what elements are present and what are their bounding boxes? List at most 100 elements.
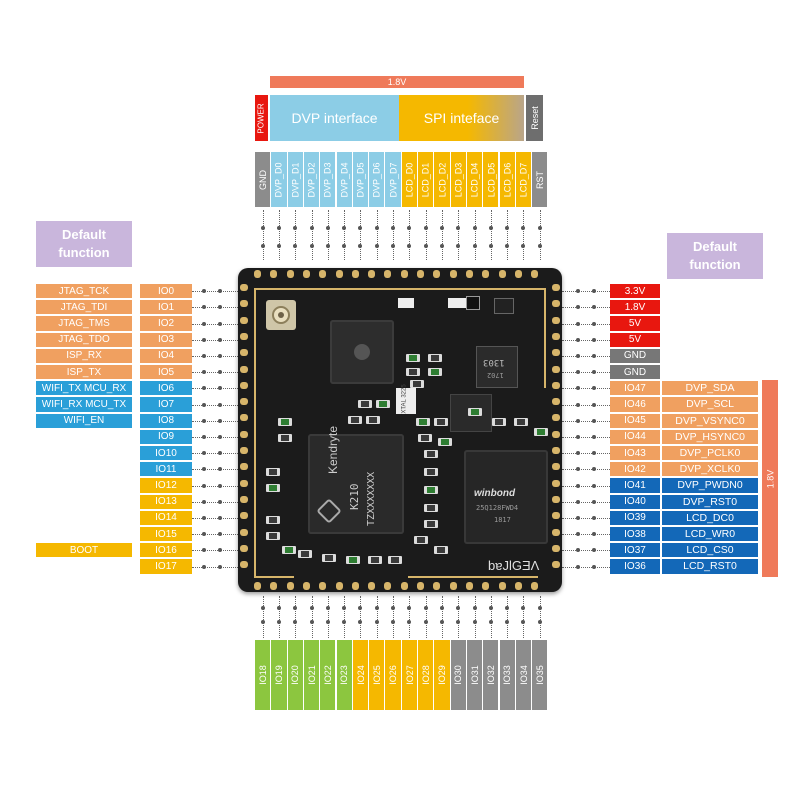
left-io-14: IO14 (140, 510, 192, 525)
top-pin-12: LCD_D3 (450, 152, 466, 207)
left-pin-dot (202, 370, 206, 375)
right-io-14: IO39 (610, 510, 660, 525)
right-pin-dot (592, 370, 596, 375)
bottom-pin-label: IO20 (290, 665, 301, 685)
right-pin-dot (592, 386, 596, 391)
left-lead (192, 517, 238, 519)
bottom-pin-dot (537, 606, 542, 610)
smd-component (388, 556, 402, 564)
bottom-pin-dot (276, 606, 281, 610)
bottom-pin-dot (472, 620, 477, 624)
castellated-pad (552, 300, 560, 308)
smd-component (414, 536, 428, 544)
smd-component (428, 354, 442, 362)
right-func-12: DVP_PWDN0 (662, 478, 758, 493)
bottom-pin-dot (439, 620, 444, 624)
smd-component (424, 504, 438, 512)
right-pin-dot (592, 451, 596, 456)
left-pin-dot (202, 548, 206, 553)
top-voltage-bar: 1.8V (270, 76, 524, 88)
top-pin-dot (260, 244, 265, 248)
right-lead (562, 517, 610, 519)
top-lead (295, 210, 297, 260)
default-function-left: Default function (36, 221, 132, 267)
top-pin-label: LCD_D4 (469, 162, 480, 197)
top-pin-dot (309, 226, 314, 230)
left-pin-dot (202, 483, 206, 488)
castellated-pad (449, 270, 457, 278)
board-outline (254, 288, 544, 290)
smd-body (391, 557, 399, 563)
top-pin-label: DVP_D4 (339, 161, 350, 198)
left-pin-dot (218, 532, 222, 537)
right-io-10: IO43 (610, 446, 660, 461)
right-pin-dot (592, 289, 596, 294)
left-pin-dot (202, 305, 206, 310)
top-voltage-label: 1.8V (387, 77, 407, 87)
right-lead (562, 339, 610, 341)
castellated-pad (335, 270, 343, 278)
left-lead (192, 372, 238, 374)
top-pin-dot (423, 226, 428, 230)
castellated-pad (552, 316, 560, 324)
bottom-pin-dot (505, 620, 510, 624)
right-pin-dot (576, 483, 580, 488)
bottom-pin-dot (260, 620, 265, 624)
smd-body (427, 505, 435, 511)
castellated-pad (482, 582, 490, 590)
left-func-4: ISP_RX (36, 348, 132, 363)
bottom-pin-label: IO32 (485, 665, 496, 685)
castellated-pad (552, 479, 560, 487)
smd-body (301, 551, 309, 557)
bottom-lead (523, 596, 525, 638)
right-pin-dot (592, 337, 596, 342)
bottom-pin-label: IO22 (322, 665, 333, 685)
bottom-pin-6: IO24 (352, 640, 369, 710)
top-pin-0: GND (255, 152, 271, 207)
smd-body (537, 429, 545, 435)
left-pin-dot (218, 418, 222, 423)
top-pin-label: LCD_D1 (420, 162, 431, 197)
smd-body (351, 417, 359, 423)
castellated-pad (335, 582, 343, 590)
left-lead (192, 404, 238, 406)
right-pin-dot (592, 353, 596, 358)
castellated-pad (240, 463, 248, 471)
top-lead (539, 210, 541, 260)
top-pin-label: LCD_D3 (453, 162, 464, 197)
bottom-lead (409, 596, 411, 638)
right-pin-dot (576, 499, 580, 504)
right-pin-dot (576, 321, 580, 326)
right-io-2: 5V (610, 316, 660, 331)
smd-body (281, 419, 289, 425)
bottom-pin-dot (407, 620, 412, 624)
bottom-pin-dot (521, 620, 526, 624)
castellated-pad (319, 270, 327, 278)
board-outline (254, 288, 256, 578)
right-func-13: DVP_RST0 (662, 494, 758, 509)
winbond-flash-chip: winbond 25Q128FWD4 1817 (464, 450, 548, 544)
castellated-pad (254, 270, 261, 278)
bottom-pin-dot (456, 606, 461, 610)
left-func-0: JTAG_TCK (36, 284, 132, 299)
right-func-8: DVP_VSYNC0 (662, 413, 758, 428)
smd-component (278, 418, 292, 426)
smd-component (406, 354, 420, 362)
top-pin-dot (325, 226, 330, 230)
castellated-pad (302, 582, 310, 590)
left-io-13: IO13 (140, 494, 192, 509)
castellated-pad (531, 582, 539, 590)
right-pin-dot (576, 370, 580, 375)
top-lead (523, 210, 525, 260)
right-lead (562, 291, 610, 293)
top-pin-6: DVP_D5 (352, 152, 369, 207)
bottom-pin-15: IO33 (499, 640, 515, 710)
smd-component (346, 556, 360, 564)
smd-body (325, 555, 333, 561)
left-func-16: BOOT (36, 543, 132, 558)
left-func-3: JTAG_TDO (36, 332, 132, 347)
smd-component (424, 486, 438, 494)
castellated-pad (482, 270, 490, 278)
left-pin-dot (202, 353, 206, 358)
top-pin-17: RST (532, 152, 548, 207)
